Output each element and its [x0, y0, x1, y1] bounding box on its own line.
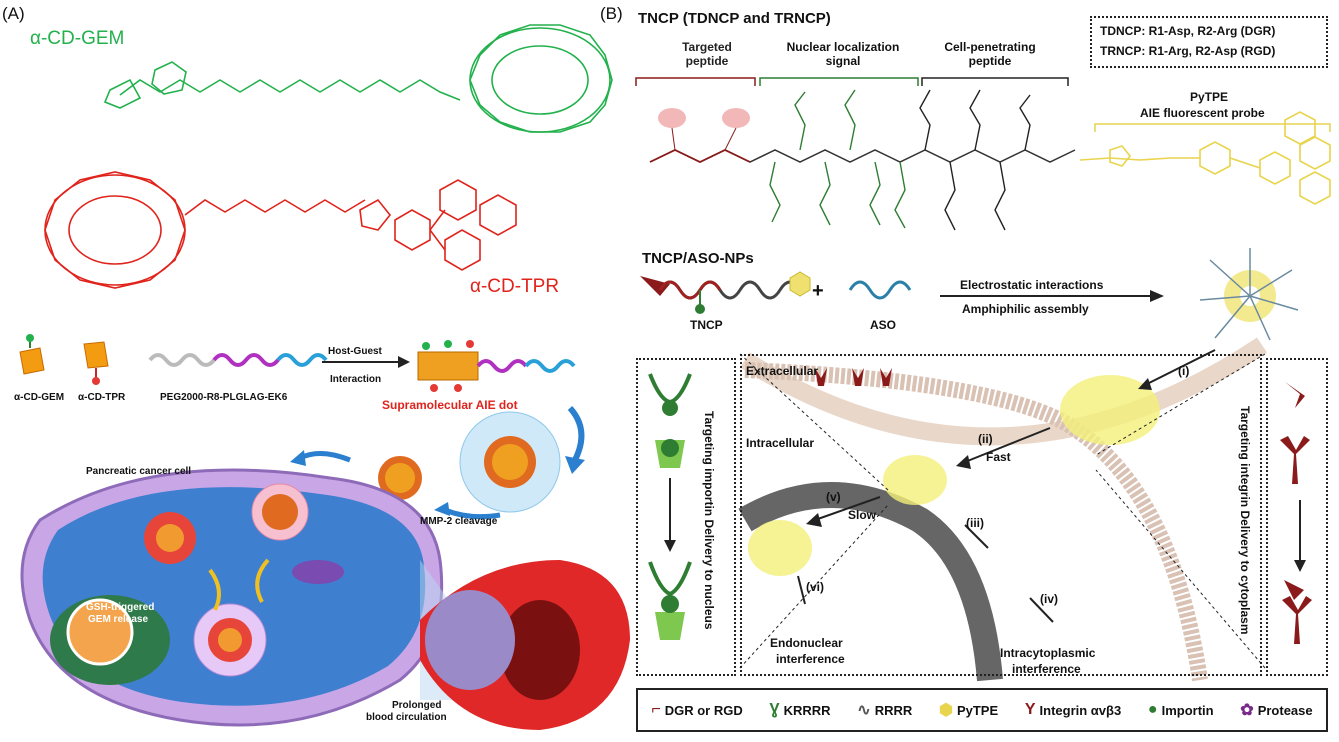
legend-item-rrrr: ∿RRRR	[857, 702, 913, 719]
panel-a-graphics	[19, 24, 630, 730]
alpha-cd-tpr-title: α-CD-TPR	[470, 276, 560, 297]
legend-item-protease: ✿Protease	[1240, 702, 1313, 719]
label-step-vi: (vi)	[806, 580, 824, 594]
panel-a-label: (A)	[2, 4, 25, 23]
label-cell: Pancreatic cancer cell	[86, 466, 192, 477]
legend-item-dgr-rgd: ⌐DGR or RGD	[651, 701, 743, 718]
label-alpha-cd-gem: α-CD-GEM	[14, 392, 65, 403]
variant-tdncp: TDNCP: R1-Asp, R2-Arg (DGR)	[1100, 24, 1276, 38]
left-zoom-box	[636, 358, 736, 676]
aie-dot-bubble	[459, 411, 561, 513]
tncp-title: TNCP (TDNCP and TRNCP)	[638, 10, 831, 27]
label-aso: ASO	[870, 318, 897, 332]
label-alpha-cd-tpr: α-CD-TPR	[78, 392, 126, 403]
np-title: TNCP/ASO-NPs	[642, 250, 754, 267]
left-side-label: Targeting importin Delivery to nucleus	[702, 410, 716, 630]
gem-molecule	[103, 24, 613, 133]
pytpe-desc: AIE fluorescent probe	[1140, 106, 1265, 120]
components-row	[19, 334, 585, 474]
alpha-cd-gem-title: α-CD-GEM	[30, 28, 125, 49]
label-slow: Slow	[848, 508, 877, 522]
cell-zoom-box	[740, 354, 1262, 676]
label-intracellular: Intracellular	[746, 436, 815, 450]
label-tncp: TNCP	[690, 318, 723, 332]
right-zoom-box	[1266, 358, 1328, 676]
label-step-v: (v)	[826, 490, 841, 504]
right-side-label: Targeting integrin Delivery to cytoplasm	[1238, 405, 1252, 635]
label-electrostatic: Electrostatic interactions	[960, 278, 1104, 292]
label-gsh-2: GEM release	[88, 614, 149, 625]
label-step-iv: (iv)	[1040, 592, 1058, 606]
segment-cpp: Cell-penetrating peptide	[944, 40, 1036, 68]
label-fast: Fast	[986, 450, 1011, 464]
label-aie-dot: Supramolecular AIE dot	[382, 398, 518, 412]
label-endonuclear-2: interference	[776, 652, 845, 666]
plus-sign: +	[812, 280, 824, 302]
variant-trncp: TRNCP: R1-Arg, R2-Asp (RGD)	[1100, 44, 1276, 58]
label-step-ii: (ii)	[978, 432, 993, 446]
tpr-molecule	[44, 171, 517, 289]
pytpe-label: PyTPE	[1190, 90, 1229, 104]
label-peg-polymer: PEG2000-R8-PLGLAG-EK6	[160, 392, 288, 403]
pancreatic-cell	[20, 468, 444, 727]
label-interaction: Interaction	[330, 374, 382, 385]
label-amphiphilic: Amphiphilic assembly	[962, 302, 1089, 316]
legend-item-importin: ●Importin	[1147, 701, 1214, 718]
label-prolonged-2: blood circulation	[366, 712, 447, 723]
label-host-guest: Host-Guest	[328, 346, 382, 357]
label-gsh-1: GSH-triggered	[86, 602, 155, 613]
label-mmp2: MMP-2 cleavage	[420, 516, 498, 527]
panel-b-label: (B)	[600, 4, 623, 23]
label-intracytoplasmic-2: interference	[1012, 662, 1081, 676]
label-step-i: (i)	[1178, 364, 1190, 378]
label-intracytoplasmic-1: Intracytoplasmic	[1000, 646, 1096, 660]
label-step-iii: (iii)	[966, 516, 984, 530]
variant-box: TDNCP: R1-Asp, R2-Arg (DGR) TRNCP: R1-Ar…	[1090, 16, 1328, 68]
nanoparticle	[1199, 248, 1299, 341]
label-endonuclear-1: Endonuclear	[770, 636, 843, 650]
segment-nls: Nuclear localization signal	[786, 40, 900, 68]
segment-targeted-peptide: Targeted peptide	[682, 40, 732, 68]
label-extracellular: Extracellular	[746, 364, 819, 378]
legend-item-pytpe: ⬢PyTPE	[938, 702, 999, 719]
blood-vessel	[420, 560, 630, 730]
label-prolonged-1: Prolonged	[392, 700, 442, 711]
